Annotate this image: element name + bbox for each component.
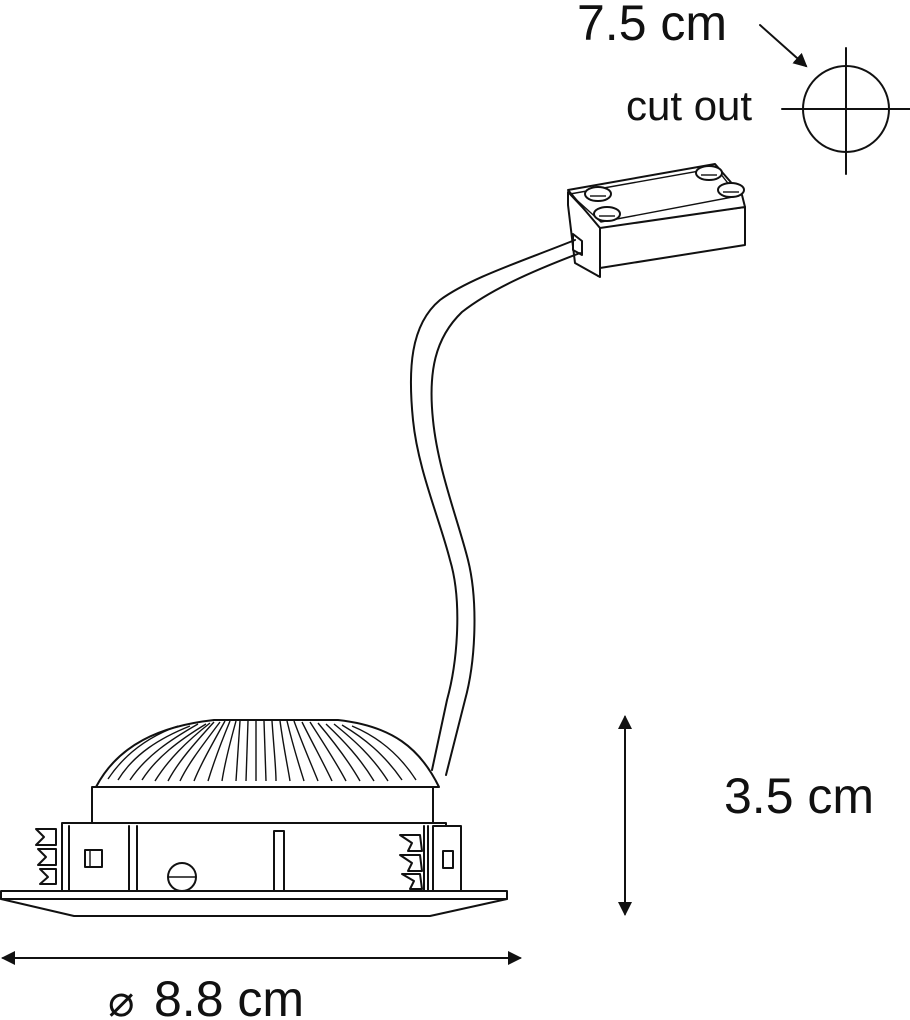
center-slot (273, 830, 285, 892)
driver-box (567, 163, 746, 278)
cutout-label: cut out (626, 82, 752, 129)
clip-window-left (84, 849, 103, 868)
height-dimension: 3.5 cm (618, 715, 874, 916)
fixture-body (35, 786, 462, 892)
screw-hole-icon (584, 186, 612, 202)
diameter-symbol-icon: ⌀ (108, 977, 135, 1020)
cutout-circle-icon (781, 47, 910, 175)
height-value: 3.5 cm (724, 768, 874, 824)
spring-clip-left (35, 828, 57, 885)
screw-hole-icon (717, 182, 745, 198)
trim-flange (0, 890, 508, 917)
led-collar (91, 786, 434, 824)
diameter-dimension: ⌀ 8.8 cm (1, 951, 522, 1020)
mounting-ring (61, 822, 447, 892)
spring-clip-right (399, 834, 423, 890)
cable (409, 239, 581, 776)
cutout-dimension: 7.5 cm cut out (577, 0, 910, 175)
diameter-value: 8.8 cm (154, 971, 304, 1020)
adjust-screw-icon (167, 862, 197, 892)
heat-sink (95, 719, 440, 788)
screw-hole-icon (695, 165, 723, 181)
cutout-arrow-icon (759, 24, 808, 68)
clip-window-right (442, 850, 454, 869)
screw-hole-icon (593, 206, 621, 222)
cutout-value: 7.5 cm (577, 0, 727, 51)
